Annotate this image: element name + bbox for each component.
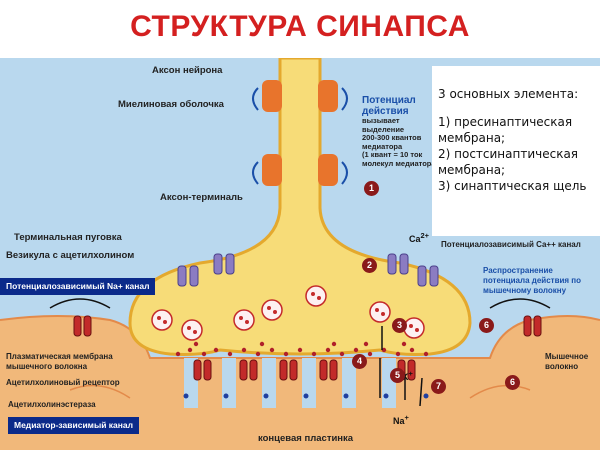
infobox-item-3: 3) синаптическая щель [438,179,587,193]
label-axon-terminal: Аксон-терминаль [160,192,243,203]
note-line: вызывает [362,116,400,125]
step-marker-1: 1 [364,181,379,196]
three-elements-box: 3 основных элемента: 1) пресинаптическая… [432,66,600,236]
acetylcholine-molecules [175,341,429,357]
label-myelin: Миелиновая оболочка [118,99,224,110]
note-line: медиатора [362,141,403,151]
sodium-channels [73,315,542,337]
infobox-item-2b: мембрана; [438,163,506,177]
note-head-1: Потенциал [362,95,416,106]
label-vesicle: Везикула с ацетилхолином [6,250,135,261]
label-ache: Ацетилхолинэстераза [8,400,96,409]
ion-calcium: Ca2+ [409,231,429,244]
action-potential-note: Потенциал действия вызывает выделение 20… [362,95,450,168]
myelin-sheath [262,80,338,186]
label-ach-receptor: Ацетилхолиновый рецептор [6,378,120,387]
step-marker-6: 6 [479,318,494,333]
process-arrows [49,298,551,407]
note-head-2: действия [362,106,409,117]
step-marker-5: 5 [390,368,405,383]
label-spread-3: мышечному волокну [483,286,567,295]
infobox-item-1b: мембрана; [438,131,506,145]
ion-potassium: K+ [402,369,413,382]
label-muscle-fiber-2: волокно [545,362,579,371]
ion-k-charge: + [408,369,413,378]
step-marker-6b: 6 [505,375,520,390]
muscle-fiber [0,316,600,450]
ion-na-symbol: Na [393,416,405,426]
tag-na-channel: Потенциалозависимый Na+ канал [0,278,156,295]
acetylcholinesterase [183,393,429,399]
propagation-arrows [69,384,531,399]
note-line: (1 квант = 10 ток [362,150,423,159]
step-marker-7: 7 [431,379,446,394]
tag-mediator-channel: Медиатор-зависимый канал [8,417,140,434]
label-muscle-fiber-1: Мышечное [545,352,589,361]
vesicle-content [157,292,419,334]
action-potential-arrows [252,87,348,185]
page-title: СТРУКТУРА СИНАПСА [130,10,470,43]
infobox-item-2a: 2) постсинаптическая [438,147,579,161]
ach-receptors [193,359,416,381]
label-spread-1: Распространение [483,266,553,275]
label-terminal-button: Терминальная пуговка [14,232,122,243]
ion-na-charge: + [404,413,409,422]
calcium-channels [177,253,439,287]
step-marker-4: 4 [352,354,367,369]
label-spread-2: потенциала действия по [483,276,582,285]
ion-sodium: Na+ [393,413,409,426]
infobox-item-1a: 1) пресинаптическая [438,115,573,129]
vesicles [151,285,425,341]
label-plasma-membrane-1: Плазматическая мембрана [6,352,113,361]
note-line: выделение [362,124,405,134]
label-end-plate: концевая пластинка [258,433,354,444]
ion-k-symbol: K [402,372,409,382]
ion-ca-charge: 2+ [420,231,430,240]
ion-ca-symbol: Ca [409,234,421,244]
label-axon: Аксон нейрона [152,65,223,76]
step-marker-2: 2 [362,258,377,273]
note-line: молекул медиатора) [362,158,439,168]
label-ca-channel: Потенциалозависимый Са++ канал [441,240,581,249]
step-marker-3: 3 [392,318,407,333]
label-plasma-membrane-2: мышечного волокна [6,362,88,371]
infobox-heading: 3 основных элемента: [438,87,579,101]
note-line: 200-300 квантов [362,133,422,142]
